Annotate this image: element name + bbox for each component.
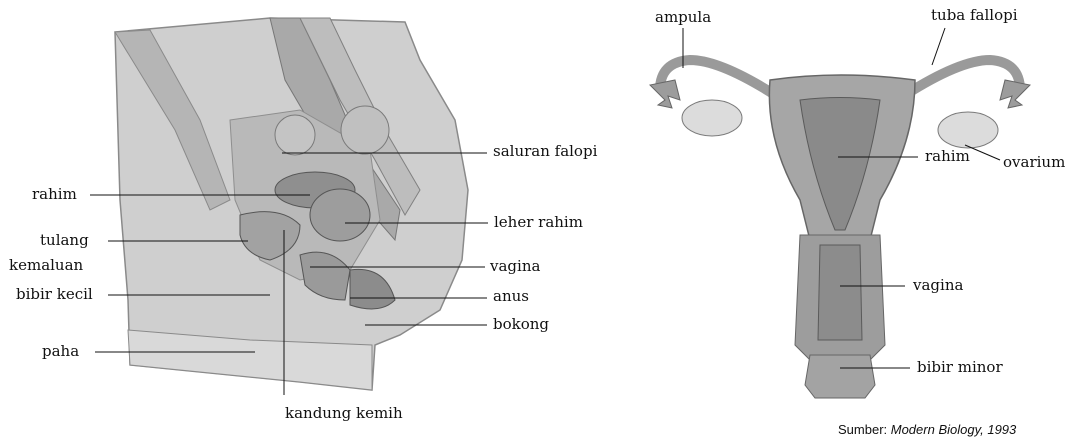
label-vagina-left: vagina	[490, 258, 540, 275]
label-anus: anus	[493, 288, 529, 305]
sagittal-section-illustration	[115, 18, 468, 390]
label-tulang: tulang	[40, 232, 89, 249]
label-leher-rahim: leher rahim	[494, 214, 583, 231]
label-vagina-right: vagina	[913, 277, 963, 294]
label-saluran-falopi: saluran falopi	[493, 143, 597, 160]
frontal-uterus-illustration	[650, 60, 1030, 398]
label-ovarium: ovarium	[1003, 154, 1065, 171]
source-caption: Sumber: Modern Biology, 1993	[838, 422, 1016, 437]
label-bibir-kecil: bibir kecil	[16, 286, 93, 303]
label-paha: paha	[42, 343, 79, 360]
label-bibir-minor: bibir minor	[917, 359, 1003, 376]
label-kandung-kemih: kandung kemih	[285, 405, 403, 422]
label-rahim-right: rahim	[925, 148, 970, 165]
label-rahim-left: rahim	[32, 186, 77, 203]
label-tuba-fallopi: tuba fallopi	[931, 7, 1018, 24]
source-citation: Modern Biology, 1993	[891, 422, 1017, 437]
source-prefix: Sumber:	[838, 422, 891, 437]
label-bokong: bokong	[493, 316, 549, 333]
label-kemaluan: kemaluan	[9, 257, 83, 274]
label-ampula: ampula	[655, 9, 711, 26]
